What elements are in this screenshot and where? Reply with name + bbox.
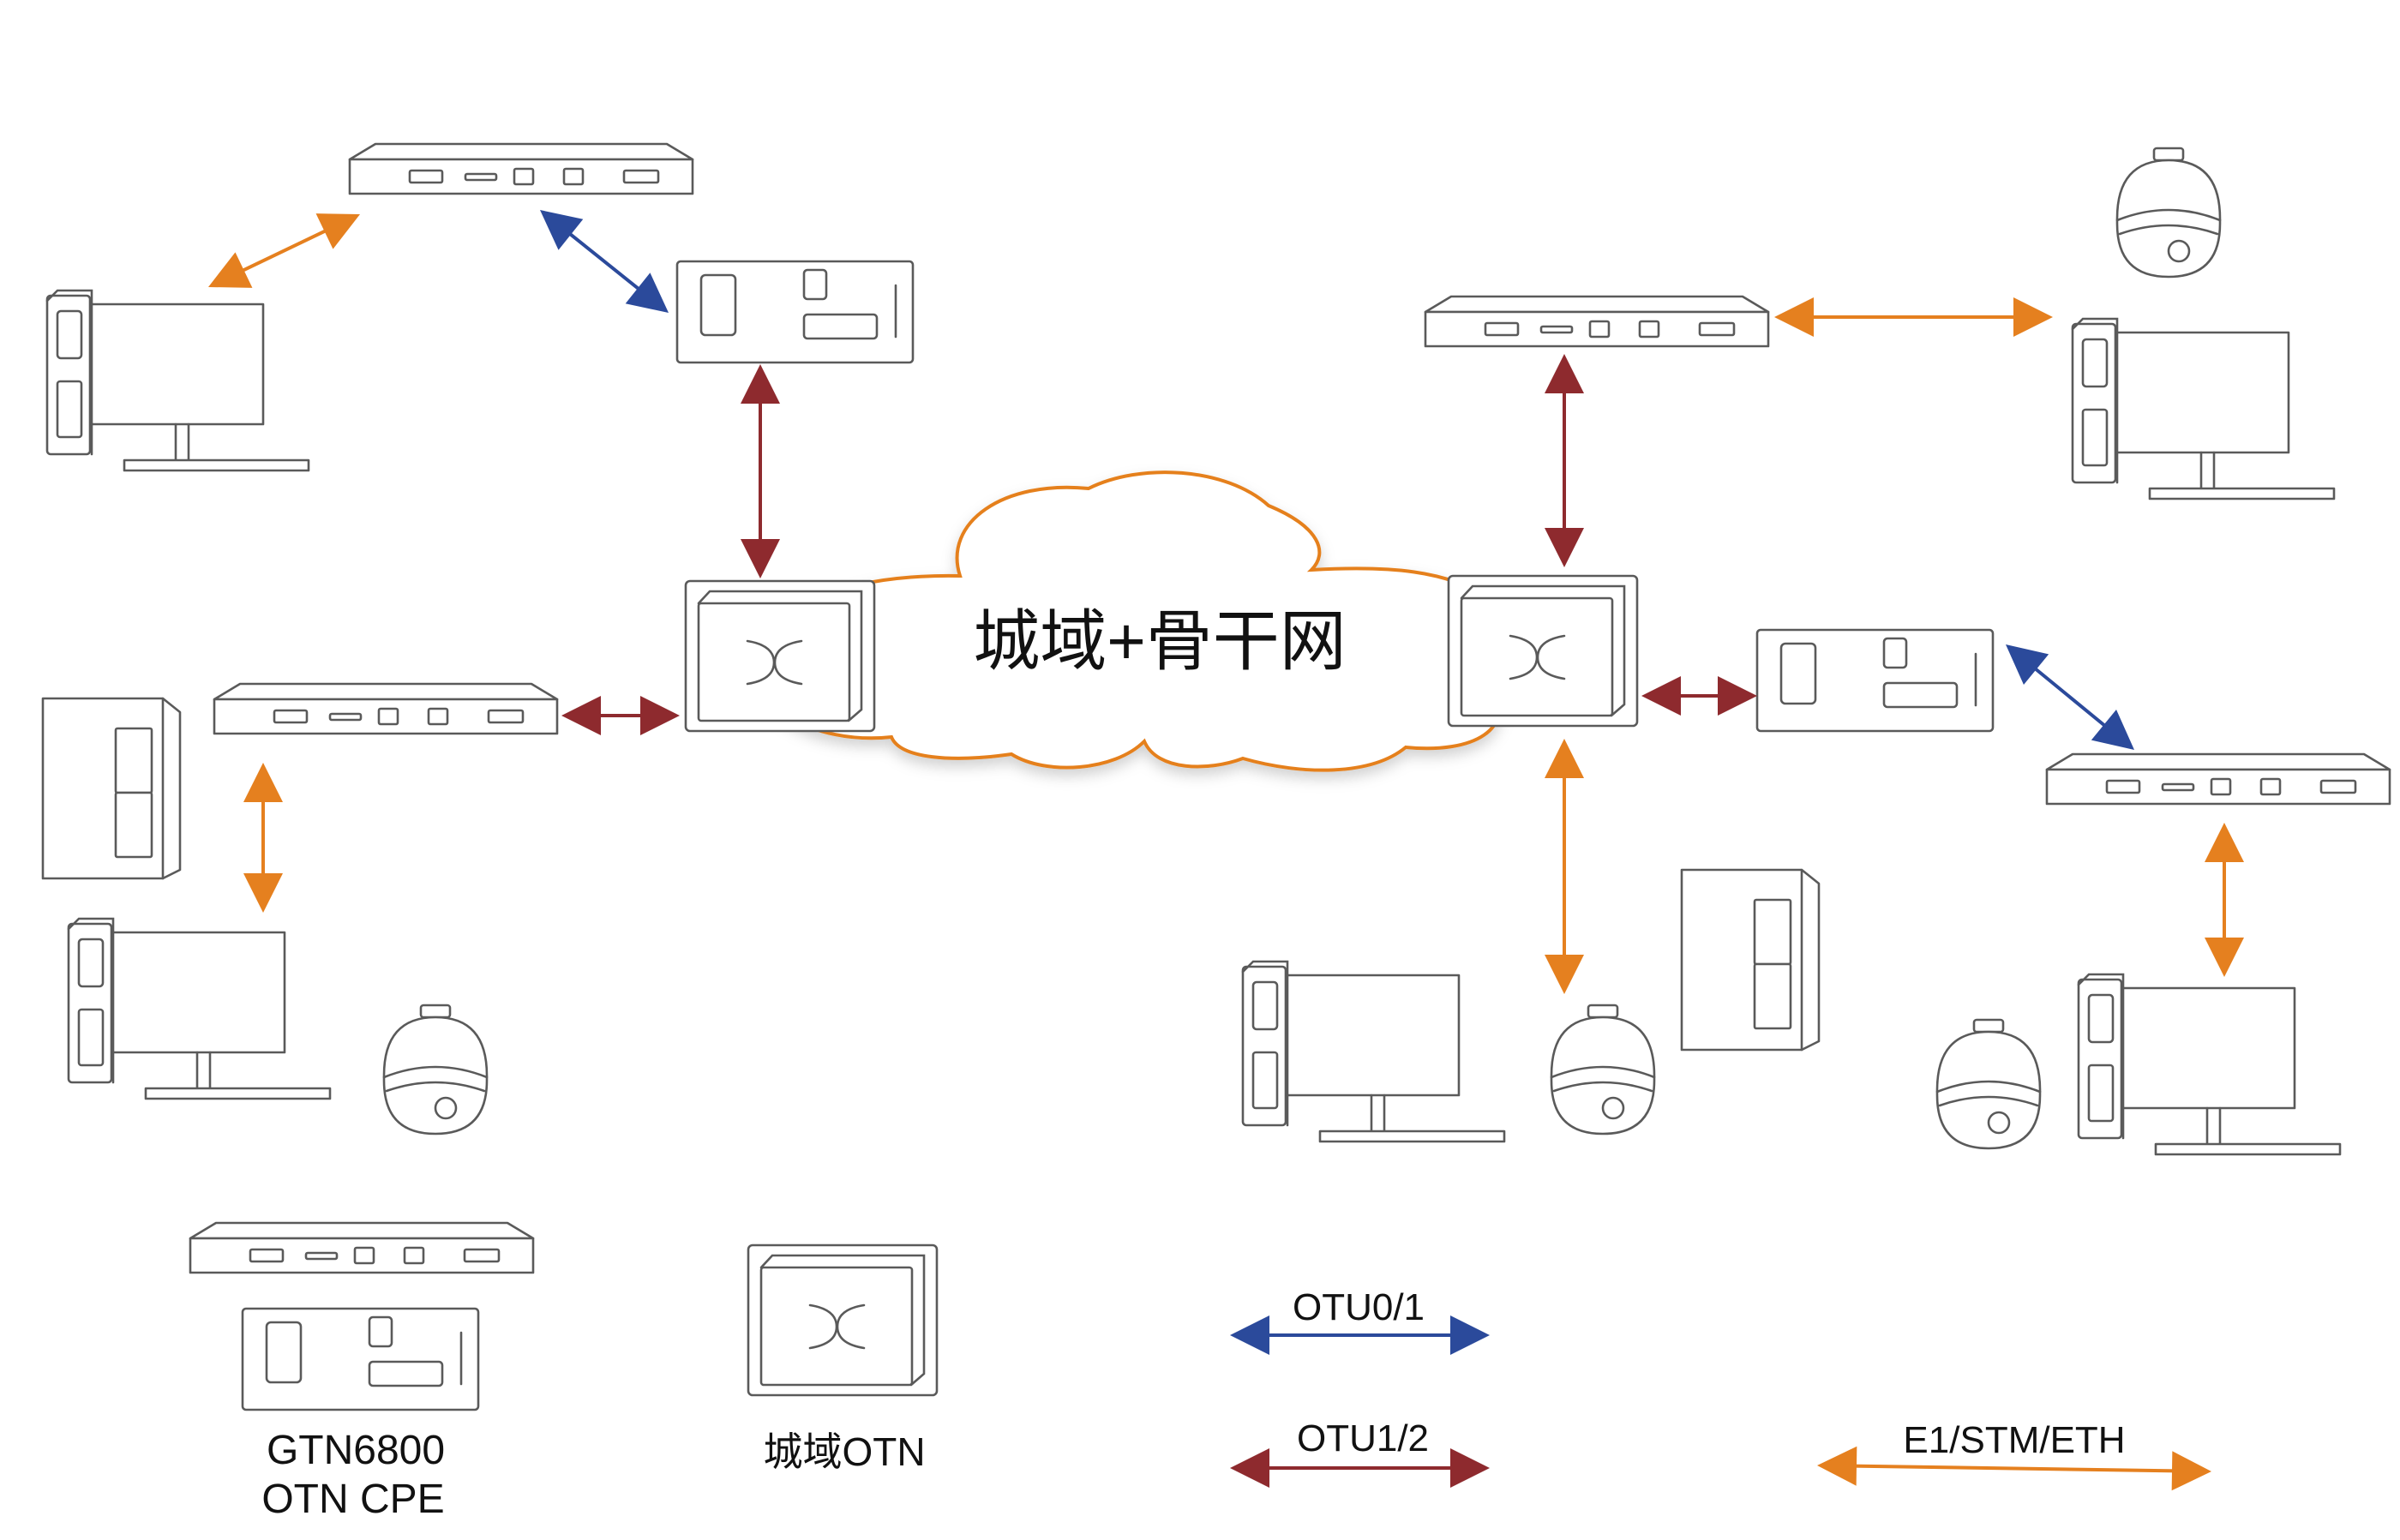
otu12-top-right [1545,354,1584,567]
otu12-top-left-head-start [741,364,780,404]
e1-top-left-pc-head-start [208,252,253,288]
otu12-top-right-head-start [1545,354,1584,393]
e1-top-right [1774,297,2053,337]
e1-right-down [2205,823,2244,977]
e1-top-left-pc [208,213,360,288]
connection-arrows [208,210,2244,1491]
cpe-rack-mid-left [213,682,559,735]
camera-bottom-left [382,1004,489,1136]
legend-otn-label: 城域OTN [763,1429,925,1474]
cpe-box-top-left [675,260,915,364]
e1-mid-left [243,763,283,913]
otu12-right-head-end [1718,676,1757,716]
computer-bottom-left [67,917,332,1100]
computer-top-left [45,289,310,472]
e1-right-down-head-end [2205,938,2244,977]
metro-otn-node-left [684,579,876,733]
legend-e1-label: E1/STM/ETH [1903,1419,2125,1461]
legend-e1-arrow-head-start [1817,1446,1857,1486]
e1-mid-left-head-end [243,873,283,913]
cpe-rack-top-left [348,142,694,195]
otu01-top-left-shaft [567,231,642,292]
legend-otu12-label: OTU1/2 [1297,1417,1429,1459]
otu12-top-left [741,364,780,578]
legend-otn-node-icon [747,1243,939,1397]
otu01-top-left-head-end [625,273,669,313]
server-tower-right [1680,868,1821,1052]
legend: GTN6800 OTN CPE 城域OTN OTU0/1 OTU1/2 E1/S… [189,1221,2126,1522]
otu12-top-right-head-end [1545,528,1584,567]
legend-e1-arrow-shaft [1852,1464,2176,1473]
otu12-top-left-head-end [741,539,780,578]
otu12-mid-left [561,696,680,735]
server-tower-left [41,697,182,880]
legend-cpe-rack-icon [189,1221,535,1274]
e1-top-left-pc-shaft [239,228,329,273]
cloud-label: 城域+骨干网 [973,603,1347,679]
camera-bottom-right [1935,1018,2042,1150]
otu01-right-head-start [2006,644,2049,685]
e1-right-down-head-start [2205,823,2244,862]
legend-otu01-arrow-head-end [1450,1315,1490,1355]
metro-otn-node-right [1447,574,1639,728]
computer-bottom-right [2077,973,2342,1156]
cpe-box-right [1755,628,1995,733]
camera-top-right [2115,147,2222,279]
computer-top-right [2071,317,2336,500]
e1-mid-left-head-start [243,763,283,802]
camera-bottom-center [1550,1004,1656,1136]
legend-otu12-arrow-head-start [1230,1448,1269,1488]
e1-top-right-head-start [1774,297,1814,337]
cpe-rack-right [2045,752,2391,806]
cpe-rack-top-right [1424,295,1770,348]
otu01-right [2006,644,2134,750]
otu12-right-head-start [1641,676,1681,716]
legend-otu01-arrow-head-start [1230,1315,1269,1355]
legend-cpe-label-line2: OTN CPE [261,1477,444,1522]
otu01-top-left [540,210,669,313]
legend-otu01-arrow [1230,1315,1490,1355]
otu01-top-left-head-start [540,210,584,250]
e1-center-down-head-end [1545,955,1584,994]
legend-otu12-arrow-head-end [1450,1448,1490,1488]
otu01-right-head-end [2091,710,2134,750]
e1-center-down-head-start [1545,739,1584,778]
e1-top-left-pc-head-end [315,213,360,249]
computer-bottom-center [1241,960,1506,1143]
legend-cpe-label-line1: GTN6800 [267,1428,445,1473]
otu12-right [1641,676,1757,716]
otu12-mid-left-head-end [640,696,680,735]
legend-otu01-label: OTU0/1 [1293,1286,1425,1328]
otu12-mid-left-head-start [561,696,601,735]
e1-center-down [1545,739,1584,994]
otu01-right-shaft [2031,665,2109,729]
e1-top-right-head-end [2013,297,2053,337]
legend-cpe-box-icon [241,1307,480,1411]
legend-e1-arrow-head-end [2171,1451,2211,1491]
legend-otu12-arrow [1230,1448,1490,1488]
legend-e1-arrow [1817,1446,2211,1491]
